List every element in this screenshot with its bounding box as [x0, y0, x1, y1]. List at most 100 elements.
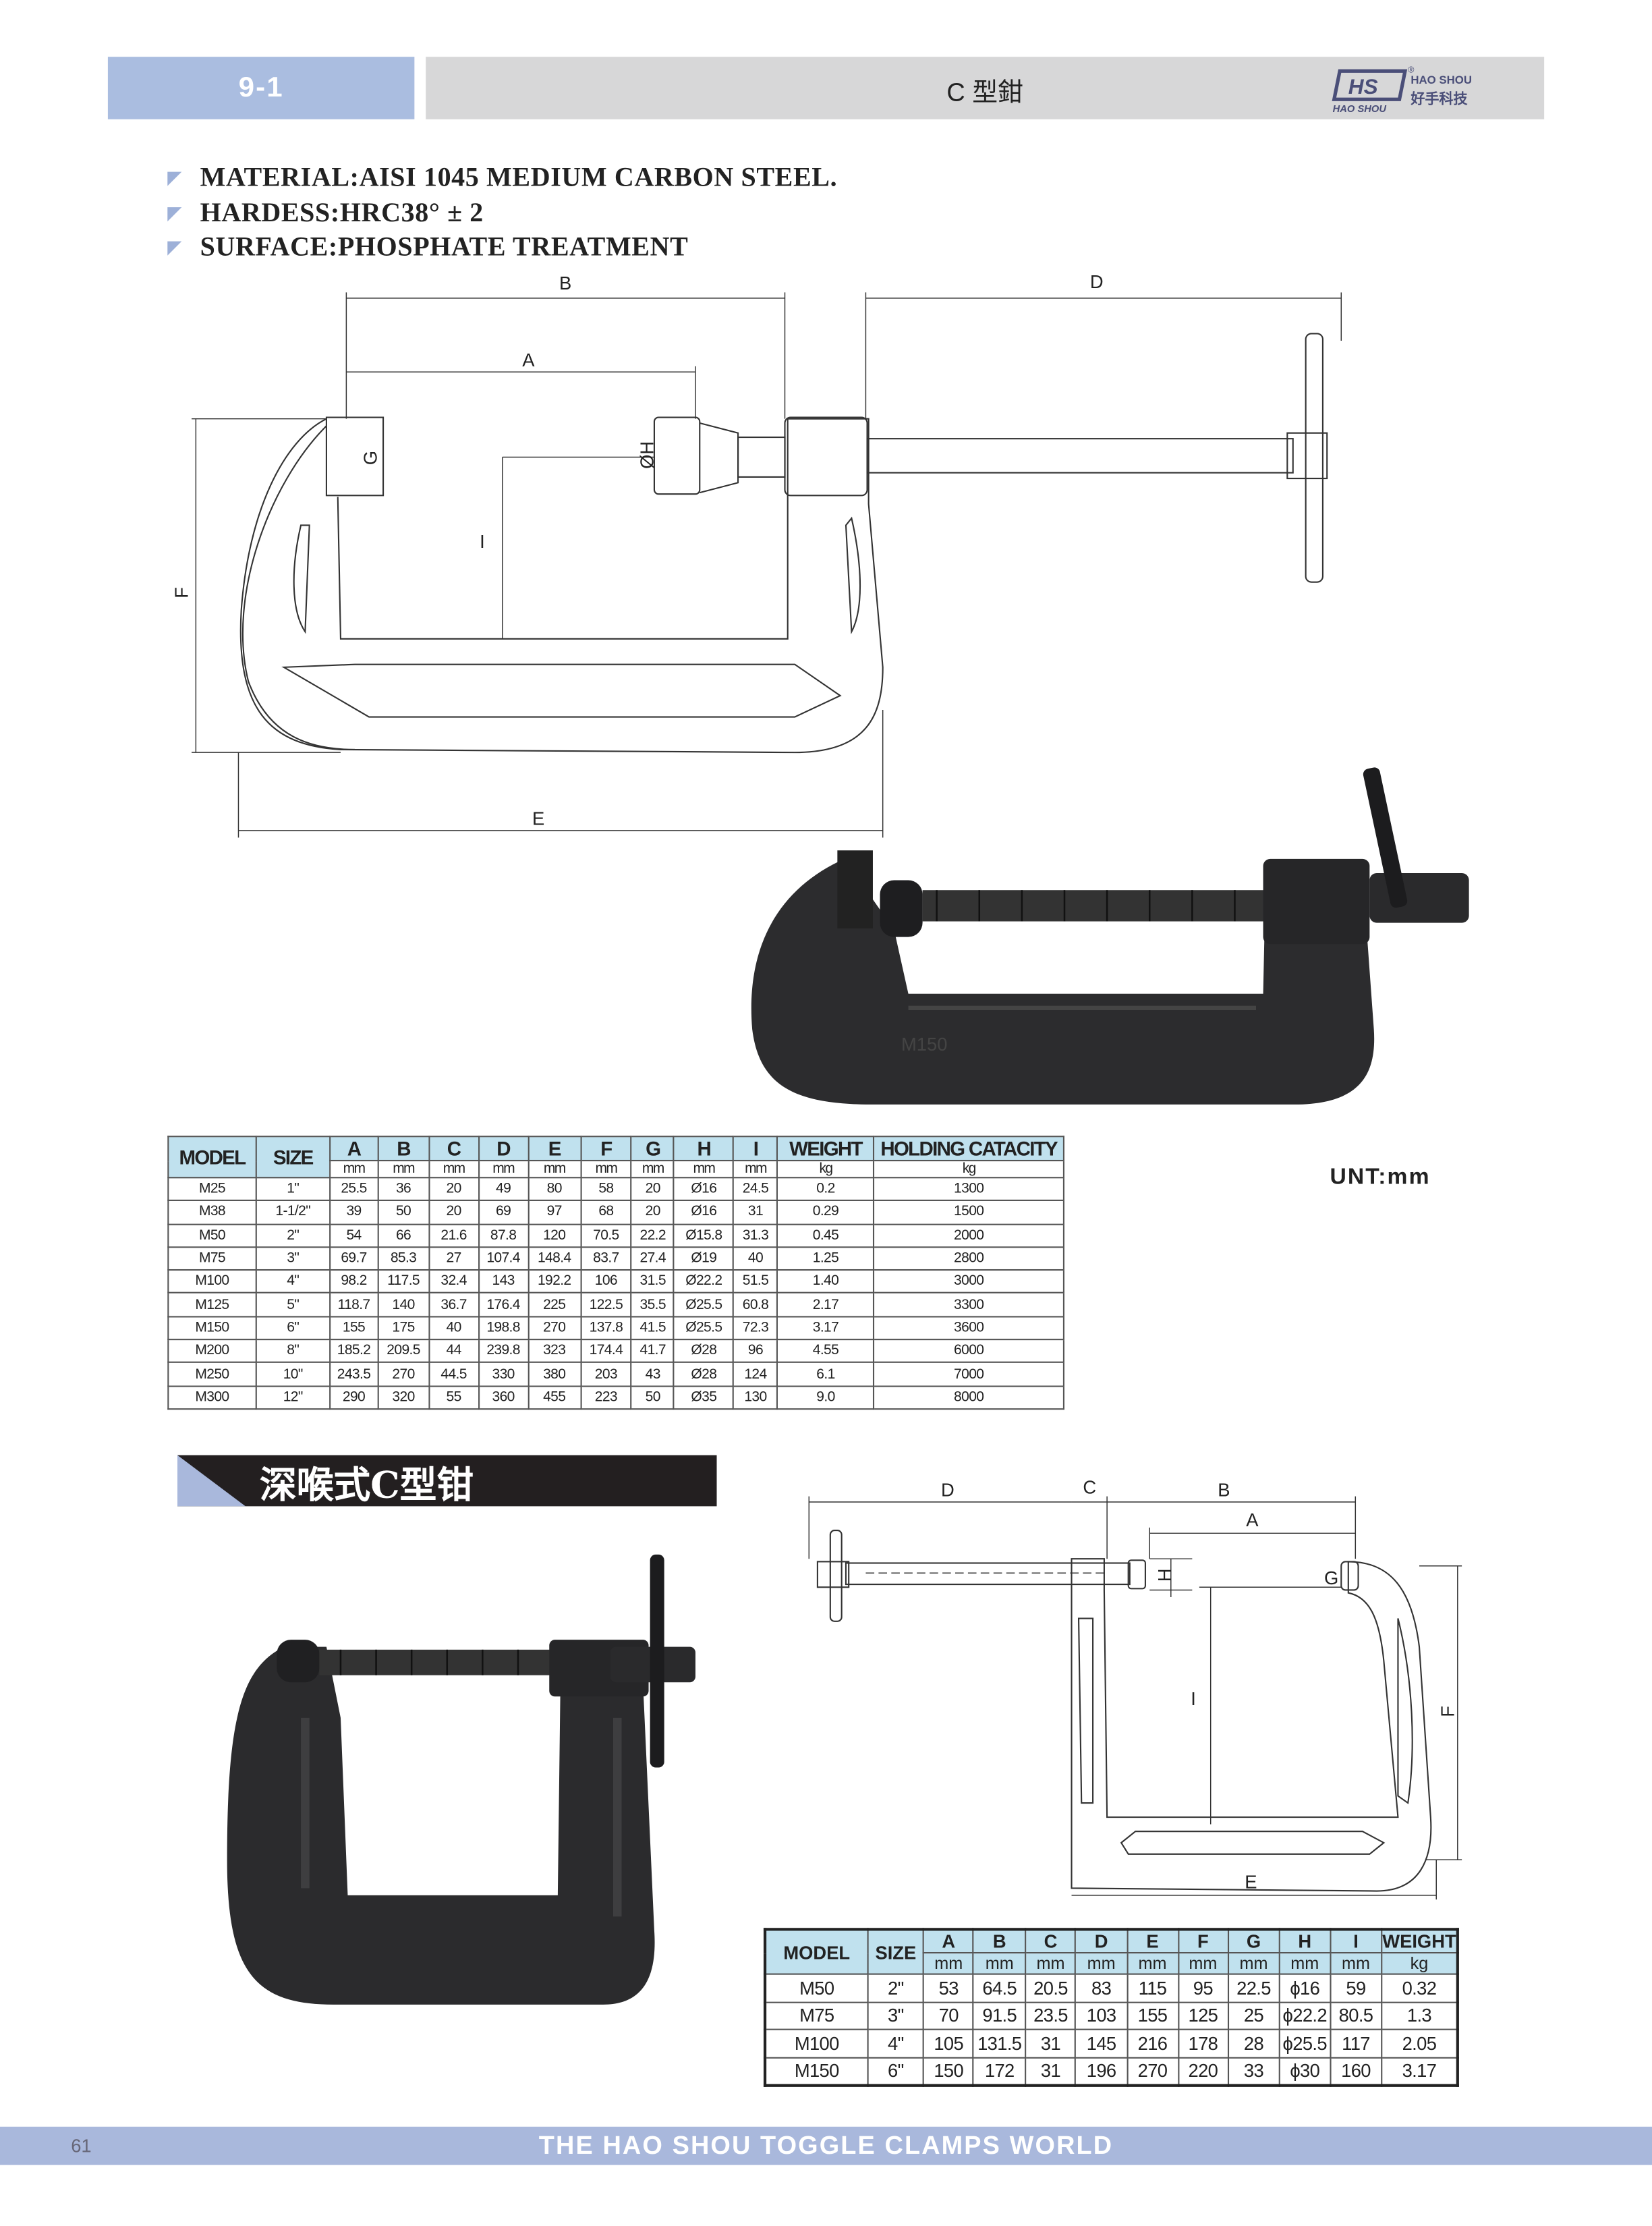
table-cell: 330 [478, 1362, 529, 1387]
table-cell: 1300 [873, 1177, 1064, 1202]
table-cell: M125 [167, 1292, 257, 1318]
table-cell: 31.3 [733, 1223, 778, 1248]
table-cell: 4" [867, 2028, 925, 2058]
table-cell: 8" [255, 1339, 331, 1364]
table-cell: 148.4 [527, 1246, 581, 1271]
column-header: G [631, 1136, 675, 1162]
table-cell: 85.3 [377, 1246, 430, 1271]
table-cell: M150 [764, 2056, 869, 2086]
table-cell: 91.5 [973, 2001, 1027, 2030]
table-cell: 216 [1126, 2028, 1179, 2058]
column-header: MODEL [764, 1928, 869, 1975]
table-cell: 24.5 [733, 1177, 778, 1202]
table-cell: 4" [255, 1269, 331, 1294]
table-cell: 3" [255, 1246, 331, 1271]
table-cell: 6" [867, 2056, 925, 2086]
table-cell: M38 [167, 1200, 257, 1225]
deep-throat-banner: 深喉式C型钳 [177, 1455, 717, 1507]
table-cell: M200 [167, 1339, 257, 1364]
table-cell: M50 [764, 1973, 869, 2003]
dim2-label-e: E [1245, 1871, 1257, 1893]
table-cell: ϕ30 [1278, 2056, 1331, 2086]
clamp-diagram-1 [192, 292, 1342, 838]
table-cell: 3.17 [1381, 2056, 1458, 2086]
dim-label-a: A [522, 349, 535, 371]
spec-surface: SURFACE:PHOSPHATE TREATMENT [167, 233, 688, 264]
column-header: A [923, 1928, 975, 1954]
table-cell: 3000 [873, 1269, 1064, 1294]
table-cell: 1.3 [1381, 2001, 1458, 2030]
table-cell: 5" [255, 1292, 331, 1318]
column-header: F [579, 1136, 633, 1162]
table-cell: 54 [329, 1223, 379, 1248]
table-cell: Ø35 [673, 1385, 735, 1410]
table-cell: 145 [1075, 2028, 1128, 2058]
table-cell: 8000 [873, 1385, 1064, 1410]
table-cell: 176.4 [478, 1292, 529, 1318]
table-cell: 28 [1227, 2028, 1280, 2058]
svg-text:HAO SHOU: HAO SHOU [1411, 74, 1472, 86]
table-cell: 225 [527, 1292, 581, 1318]
table-cell: 64.5 [973, 1973, 1027, 2003]
table-cell: 12" [255, 1385, 331, 1410]
column-header: I [1329, 1928, 1383, 1954]
table-cell: 72.3 [733, 1315, 778, 1341]
table-cell: 31 [1025, 2028, 1077, 2058]
table-cell: 223 [579, 1385, 633, 1410]
unit-cell: kg [873, 1159, 1064, 1179]
table-cell: 53 [923, 1973, 975, 2003]
table-cell: 125 [1177, 2001, 1229, 2030]
unit-cell: mm [673, 1159, 735, 1179]
unit-cell: mm [923, 1952, 975, 1975]
column-header: E [1126, 1928, 1179, 1954]
unit-cell: mm [428, 1159, 480, 1179]
table-cell: 239.8 [478, 1339, 529, 1364]
deep-throat-clamp-photo [227, 1554, 695, 2005]
unit-cell: mm [377, 1159, 430, 1179]
table-cell: 178 [1177, 2028, 1229, 2058]
table-cell: 0.32 [1381, 1973, 1458, 2003]
table-cell: 360 [478, 1385, 529, 1410]
unit-cell: kg [1381, 1952, 1458, 1975]
column-header: A [329, 1136, 379, 1162]
column-header: C [428, 1136, 480, 1162]
table-cell: 270 [1126, 2056, 1179, 2086]
dim2-label-h: H [1153, 1568, 1176, 1582]
table-cell: ϕ22.2 [1278, 2001, 1331, 2030]
table-cell: Ø19 [673, 1246, 735, 1271]
table-cell: 69.7 [329, 1246, 379, 1271]
bullet-icon [167, 171, 182, 186]
table-cell: 185.2 [329, 1339, 379, 1364]
table-cell: 41.7 [631, 1339, 675, 1364]
table-cell: 20 [428, 1177, 480, 1202]
table-cell: 44.5 [428, 1362, 480, 1387]
unit-cell: mm [579, 1159, 633, 1179]
table-cell: 124 [733, 1362, 778, 1387]
page-number: 61 [71, 2135, 92, 2157]
table-cell: 3.17 [776, 1315, 875, 1341]
table-cell: 10" [255, 1362, 331, 1387]
table-cell: 131.5 [973, 2028, 1027, 2058]
spec-text: MATERIAL:AISI 1045 MEDIUM CARBON STEEL. [200, 163, 838, 194]
table-cell: 323 [527, 1339, 581, 1364]
table-cell: 49 [478, 1177, 529, 1202]
table-cell: 2.05 [1381, 2028, 1458, 2058]
column-header: D [1075, 1928, 1128, 1954]
table-cell: 196 [1075, 2056, 1128, 2086]
table-cell: M250 [167, 1362, 257, 1387]
hs-logo-icon: HS HAO SHOU 好手科技 HAO SHOU ® [1332, 65, 1472, 115]
table-cell: 21.6 [428, 1223, 480, 1248]
column-header: B [377, 1136, 430, 1162]
table-cell: 270 [377, 1362, 430, 1387]
table-cell: 6000 [873, 1339, 1064, 1364]
table-cell: 20 [631, 1200, 675, 1225]
table-cell: 44 [428, 1339, 480, 1364]
